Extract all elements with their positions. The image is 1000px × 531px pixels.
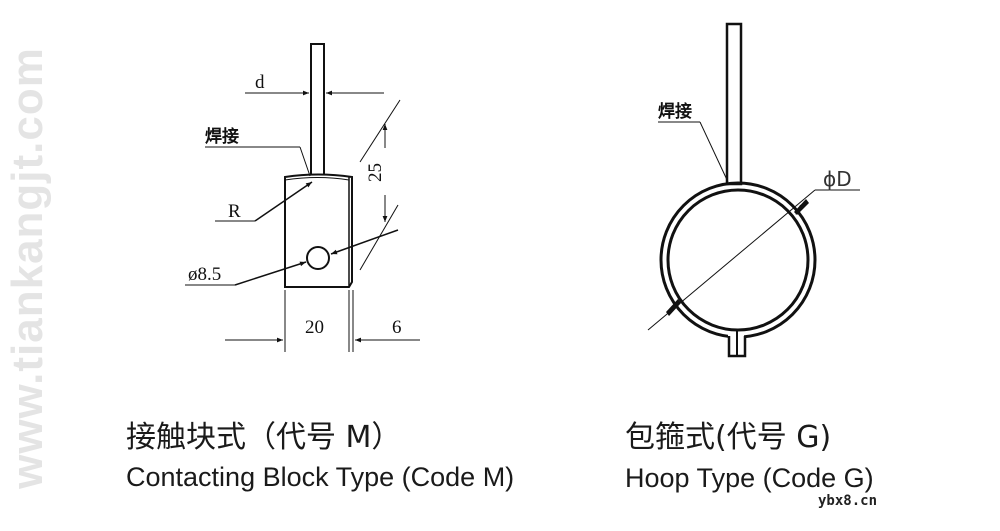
- caption-en-hoop-type: Hoop Type (Code G): [625, 463, 874, 493]
- weld-label-left: 焊接: [205, 126, 239, 147]
- dim-label-diameter: ϕD: [823, 167, 852, 191]
- caption-en-block-type: Contacting Block Type (Code M): [126, 462, 515, 492]
- hoop-drawing: [647, 22, 860, 358]
- contacting-block-drawing: [185, 43, 420, 352]
- dim-label-hole-diameter: ø8.5: [188, 264, 221, 285]
- caption-cn-block-type: 接触块式（代号 M）: [126, 420, 402, 455]
- weld-label-right: 焊接: [658, 101, 692, 122]
- site-watermark: ybx8.cn: [818, 493, 878, 509]
- caption-cn-hoop-type: 包箍式(代号 G): [625, 420, 832, 455]
- dim-label-height: 25: [365, 163, 386, 182]
- dim-label-thickness: 6: [392, 317, 402, 338]
- dim-label-d: d: [255, 72, 265, 93]
- dim-label-width: 20: [305, 317, 324, 338]
- dim-label-radius: R: [228, 201, 241, 222]
